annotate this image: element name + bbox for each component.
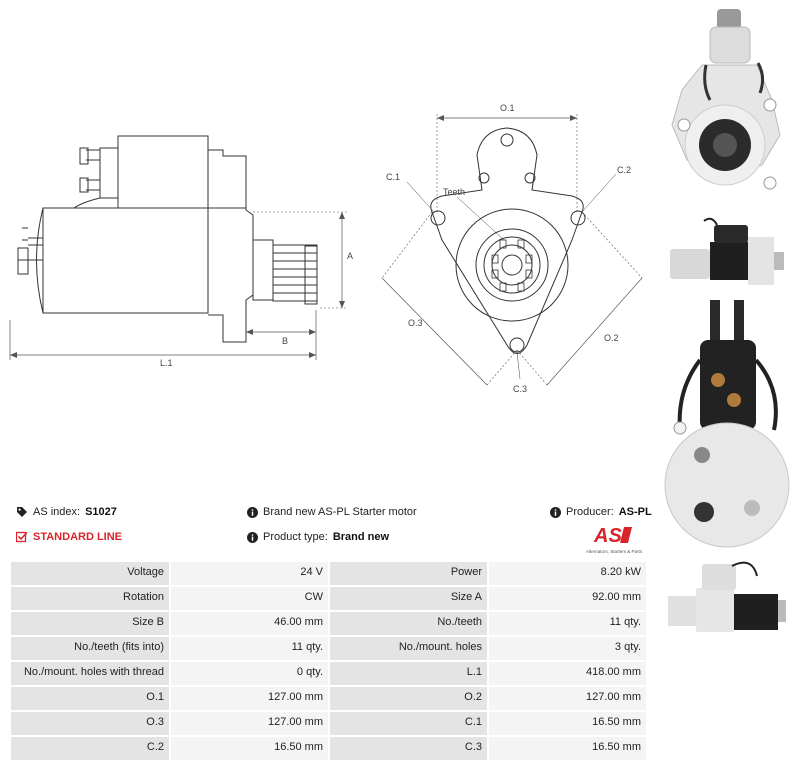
spec-value: 92.00 mm <box>489 587 646 610</box>
spec-value: 0 qty. <box>171 662 328 685</box>
description-text: Brand new AS-PL Starter motor <box>263 506 417 518</box>
spec-value: 16.50 mm <box>489 712 646 735</box>
dim-label-o3: O.3 <box>408 318 423 328</box>
producer-label: Producer: <box>566 506 614 518</box>
spec-value: 11 qty. <box>171 637 328 660</box>
dim-label-o1: O.1 <box>500 103 515 113</box>
dim-label-c2: C.2 <box>617 165 631 175</box>
checkbox-icon <box>16 531 28 543</box>
spec-value: 16.50 mm <box>489 737 646 760</box>
info-icon <box>247 531 258 543</box>
spec-label: L.1 <box>330 662 487 685</box>
front-view-drawing: O.1 C.1 C.2 Teeth O.3 O.2 C.3 <box>381 103 643 394</box>
info-icon <box>247 506 258 518</box>
dim-label-a: A <box>347 251 353 261</box>
standard-line-label: STANDARD LINE <box>33 531 123 543</box>
spec-label: No./teeth <box>330 612 487 635</box>
product-photo-front <box>671 9 781 190</box>
spec-label: No./teeth (fits into) <box>11 637 169 660</box>
spec-value: 11 qty. <box>489 612 646 635</box>
product-photo-side-1 <box>670 217 784 285</box>
spec-label: O.2 <box>330 687 487 710</box>
producer-value: AS-PL <box>618 506 652 518</box>
spec-label: No./mount. holes with thread <box>11 662 169 685</box>
spec-label: Voltage <box>11 562 169 585</box>
spec-value: 24 V <box>171 562 328 585</box>
as-index: AS index: S1027 <box>16 506 117 518</box>
brand-logo: AS Alternators, Starters & Parts <box>586 523 650 554</box>
spec-label: Rotation <box>11 587 169 610</box>
spec-value: 418.00 mm <box>489 662 646 685</box>
spec-value: 46.00 mm <box>171 612 328 635</box>
spec-value: 127.00 mm <box>171 687 328 710</box>
spec-value: 8.20 kW <box>489 562 646 585</box>
spec-label: O.1 <box>11 687 169 710</box>
teeth-label: Teeth <box>443 187 465 197</box>
product-photo-rear <box>664 300 790 548</box>
as-index-label: AS index: <box>33 506 81 518</box>
spec-label: O.3 <box>11 712 169 735</box>
dim-label-l1: L.1 <box>160 358 173 368</box>
spec-label: C.3 <box>330 737 487 760</box>
tag-icon <box>16 506 28 518</box>
spec-label: Size B <box>11 612 169 635</box>
spec-value: CW <box>171 587 328 610</box>
standard-line: STANDARD LINE <box>16 531 122 543</box>
as-index-value: S1027 <box>85 506 117 518</box>
product-description: Brand new AS-PL Starter motor <box>247 506 417 518</box>
dim-label-o2: O.2 <box>604 333 619 343</box>
spec-value: 3 qty. <box>489 637 646 660</box>
product-type-value: Brand new <box>332 531 390 543</box>
spec-value: 127.00 mm <box>171 712 328 735</box>
product-type: Product type: Brand new <box>247 531 389 543</box>
dim-label-b: B <box>282 336 288 346</box>
dim-label-c3: C.3 <box>513 384 527 394</box>
product-type-label: Product type: <box>263 531 328 543</box>
brand-tagline: Alternators, Starters & Parts <box>586 549 643 554</box>
info-icon <box>550 506 561 518</box>
side-view-drawing: A B L.1 <box>9 135 353 368</box>
producer: Producer: AS-PL <box>550 506 652 518</box>
spec-label: C.2 <box>11 737 169 760</box>
spec-row: No./teeth (fits into)11 qty.No./mount. h… <box>11 637 646 660</box>
brand-logo-text: AS <box>593 525 622 545</box>
dim-label-c1: C.1 <box>386 172 400 182</box>
spec-label: C.1 <box>330 712 487 735</box>
spec-value: 16.50 mm <box>171 737 328 760</box>
spec-label: Size A <box>330 587 487 610</box>
spec-label: No./mount. holes <box>330 637 487 660</box>
spec-value: 127.00 mm <box>489 687 646 710</box>
product-photo-side-2 <box>668 561 786 632</box>
spec-label: Power <box>330 562 487 585</box>
